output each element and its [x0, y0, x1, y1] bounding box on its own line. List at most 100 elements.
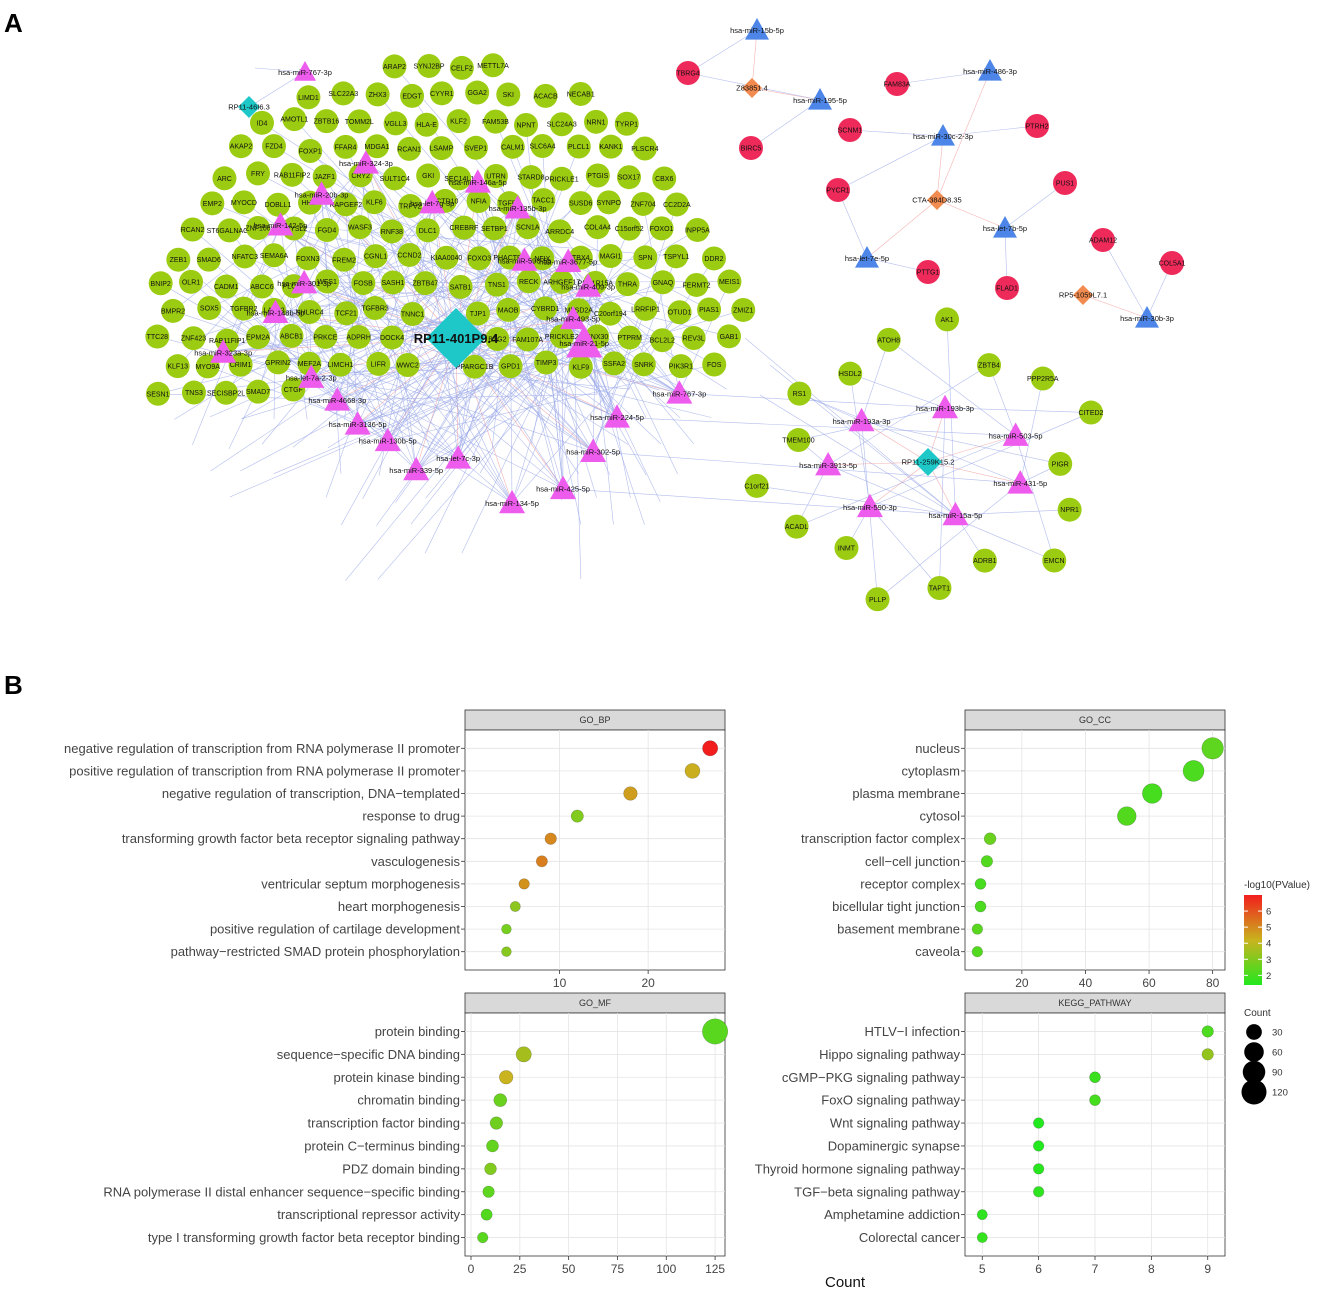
gene-label: PTGIS	[587, 173, 608, 180]
gene-label: CELF2	[451, 65, 473, 72]
gene-label: LRRFIP1	[631, 306, 660, 313]
gene-circle	[531, 188, 556, 213]
gene-label: COL4A4	[584, 225, 611, 232]
category-label: pathway−restricted SMAD protein phosphor…	[171, 944, 460, 959]
gene-node: PPARGC1B	[456, 354, 494, 379]
lncrna-label: RP11-401P9.4	[414, 331, 499, 346]
mirna-triangle	[856, 493, 883, 518]
gene-node: SCN1A	[515, 215, 540, 240]
gene-label: NPNT	[517, 122, 537, 129]
gene-circle	[314, 109, 339, 134]
gene-circle	[684, 272, 709, 297]
panel-a-label: A	[4, 8, 23, 38]
gene-node: SASH1	[380, 270, 405, 295]
gene-circle	[826, 178, 850, 202]
gene-circle	[598, 301, 623, 326]
mirna-label: hsa-miR-302-5p	[566, 448, 620, 457]
gene-circle	[165, 354, 190, 379]
category-label: transcription factor binding	[308, 1116, 460, 1131]
x-tick-label: 10	[553, 976, 567, 990]
gene-node: FERMT2	[683, 272, 711, 297]
mirna-node: hsa-miR-324-3p	[339, 150, 393, 174]
gene-label: NPR1	[1060, 507, 1079, 514]
category-label: negative regulation of transcription fro…	[64, 741, 461, 756]
data-point	[489, 1116, 503, 1130]
mirna-triangle	[1007, 470, 1034, 494]
gene-node: TNS3	[181, 380, 206, 405]
gene-label: PPARGC1B	[456, 364, 494, 371]
gene-node: TBRG4	[676, 61, 700, 85]
gene-circle	[614, 111, 639, 136]
category-label: Amphetamine addiction	[824, 1207, 960, 1222]
x-tick-label: 25	[513, 1262, 527, 1276]
mirna-node: hsa-miR-767-3p	[278, 61, 332, 81]
x-tick-label: 125	[705, 1262, 725, 1276]
category-label: FoxO signaling pathway	[821, 1093, 960, 1108]
gene-circle	[228, 352, 253, 377]
gene-node: CADM1	[214, 274, 239, 299]
mirna-triangle	[993, 216, 1017, 238]
lncrna-label: RP11-46I6.3	[228, 103, 270, 112]
mirna-label: hsa-miR-4668-3p	[308, 396, 366, 405]
gene-circle	[463, 135, 488, 160]
gene-label: FGD4	[318, 228, 337, 235]
gene-label: SKI	[503, 92, 514, 99]
gene-circle	[865, 587, 890, 612]
gene-circle	[518, 165, 543, 190]
gene-node: ZEB1	[166, 247, 191, 272]
gene-circle	[530, 134, 555, 159]
gene-circle	[181, 326, 206, 351]
gene-label: CITED2	[1079, 410, 1104, 417]
mirna-triangle	[848, 407, 875, 432]
edge-mirna-gene	[796, 435, 1016, 527]
gene-label: PIAS1	[699, 307, 719, 314]
gene-node: TYRP1	[614, 111, 639, 136]
data-point	[480, 1208, 493, 1221]
gene-node: KANK1	[598, 134, 623, 159]
gene-label: ADRB1	[973, 558, 996, 565]
gene-circle	[332, 247, 357, 272]
gene-label: NFIX	[534, 256, 550, 263]
gene-node: BTG2	[485, 327, 510, 352]
edge-mirna-gene	[837, 189, 868, 259]
gene-circle	[549, 166, 574, 191]
gene-label: ZNF423	[181, 336, 206, 343]
edge-hub-mirna	[927, 435, 1016, 463]
edge-hub-mirna	[866, 199, 938, 259]
category-label: transcription factor complex	[801, 831, 960, 846]
gene-node: NRN1	[584, 109, 609, 134]
edge-mirna-gene	[475, 342, 585, 419]
mirna-triangle	[931, 394, 958, 419]
gene-node: NPNT	[514, 112, 539, 137]
edge-mirna-gene	[849, 129, 944, 137]
gene-circle	[585, 163, 610, 188]
gene-label: PIK3R1	[669, 364, 693, 371]
gene-label: OLR1	[182, 279, 200, 286]
edge-mirna-gene	[387, 175, 599, 441]
category-label: positive regulation of cartilage develop…	[210, 922, 460, 937]
gene-label: CYBRD1	[531, 306, 560, 313]
gene-label: KLF6	[366, 200, 383, 207]
gene-circle	[515, 327, 540, 352]
gene-node: C20orf194	[594, 301, 627, 326]
mirna-triangle	[464, 169, 491, 193]
gene-label: SECISBP2L	[207, 390, 245, 397]
edge-mirna-gene	[311, 377, 396, 391]
gene-node: ACACB	[534, 83, 558, 108]
gene-circle	[784, 514, 809, 539]
gene-circle	[312, 164, 337, 189]
gene-label: ACADL	[785, 524, 808, 531]
gene-circle	[1053, 171, 1077, 195]
gene-circle	[214, 274, 239, 299]
gene-circle	[467, 246, 492, 271]
gene-circle	[533, 296, 558, 321]
gene-label: LSAMP	[430, 146, 454, 153]
mirna-triangle	[419, 189, 446, 214]
category-label: nucleus	[915, 741, 960, 756]
gene-node: TAPT1	[927, 575, 952, 600]
gene-circle	[633, 245, 658, 270]
data-point	[1033, 1186, 1045, 1198]
gene-circle	[395, 352, 420, 377]
gene-label: RNF38	[381, 229, 403, 236]
